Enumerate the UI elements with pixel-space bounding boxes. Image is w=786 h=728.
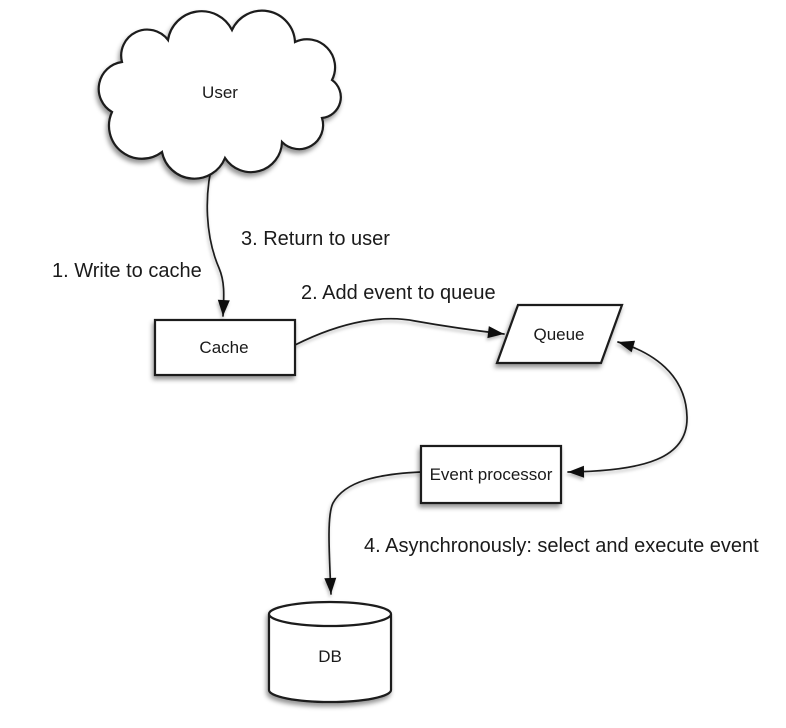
event-processor-node-label: Event processor <box>430 465 553 484</box>
user-cloud-shape <box>97 9 342 180</box>
queue-node-label: Queue <box>533 325 584 344</box>
db-node-label: DB <box>318 647 342 666</box>
queue-parallelogram <box>495 303 624 365</box>
step2-add-event-to-queue-label: 2. Add event to queue <box>301 282 496 304</box>
db-cylinder-body <box>267 614 393 704</box>
edge-user-to-cache <box>206 156 230 317</box>
db-cylinder-top <box>267 600 393 628</box>
cache-node-label: Cache <box>199 338 248 357</box>
step4-asynchronously-label: 4. Asynchronously: select and execute ev… <box>364 535 759 557</box>
step3-return-to-user-label: 3. Return to user <box>241 228 390 250</box>
edge-event-processor-to-db <box>324 471 422 595</box>
event-processor-box <box>419 444 563 505</box>
step1-write-to-cache-label: 1. Write to cache <box>52 260 202 282</box>
cache-box <box>153 318 297 377</box>
edge-queue-event-processor <box>567 340 688 478</box>
user-node-label: User <box>202 83 238 102</box>
db-cylinder <box>267 600 393 704</box>
edge-cache-to-queue <box>294 317 505 346</box>
